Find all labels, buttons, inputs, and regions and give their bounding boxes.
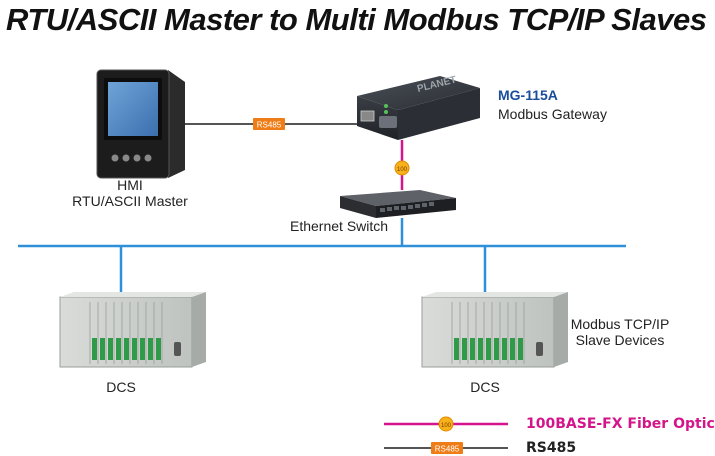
legend-fiber-label: 100BASE-FX Fiber Optic xyxy=(526,416,715,432)
page-title: RTU/ASCII Master to Multi Modbus TCP/IP … xyxy=(6,2,707,37)
legend-fiber: 100 xyxy=(384,416,508,432)
gateway-name: Modbus Gateway xyxy=(498,106,607,122)
hmi-label-line1: HMI xyxy=(117,177,143,193)
legend-rs485: RS485 xyxy=(384,442,508,454)
rs485-badge: RS485 xyxy=(253,118,285,130)
gateway-device: PLANET xyxy=(357,75,480,140)
legend-rs485-badge-text: RS485 xyxy=(435,445,460,454)
dcs-rack-1 xyxy=(59,292,206,368)
hmi-device xyxy=(96,69,185,179)
ethernet-backbone xyxy=(18,218,626,292)
hmi-label-line2: RTU/ASCII Master xyxy=(72,193,188,209)
dcs-label-1: DCS xyxy=(106,379,136,395)
switch-label: Ethernet Switch xyxy=(290,218,389,234)
slaves-label-line2: Slave Devices xyxy=(575,332,665,348)
legend-fiber-badge-text: 100 xyxy=(441,423,452,429)
legend-rs485-label: RS485 xyxy=(526,440,577,456)
slaves-label-line1: Modbus TCP/IP xyxy=(570,316,670,332)
dcs-rack-2 xyxy=(421,292,568,368)
rs485-badge-text: RS485 xyxy=(257,121,282,130)
gateway-model: MG-115A xyxy=(498,87,558,103)
fiber-badge: 100 xyxy=(394,160,410,176)
slaves-label: Modbus TCP/IP Slave Devices xyxy=(560,316,680,348)
fiber-badge-text: 100 xyxy=(397,167,408,173)
dcs-label-2: DCS xyxy=(470,379,500,395)
switch-device xyxy=(340,190,456,218)
hmi-label: HMI RTU/ASCII Master xyxy=(60,177,200,209)
